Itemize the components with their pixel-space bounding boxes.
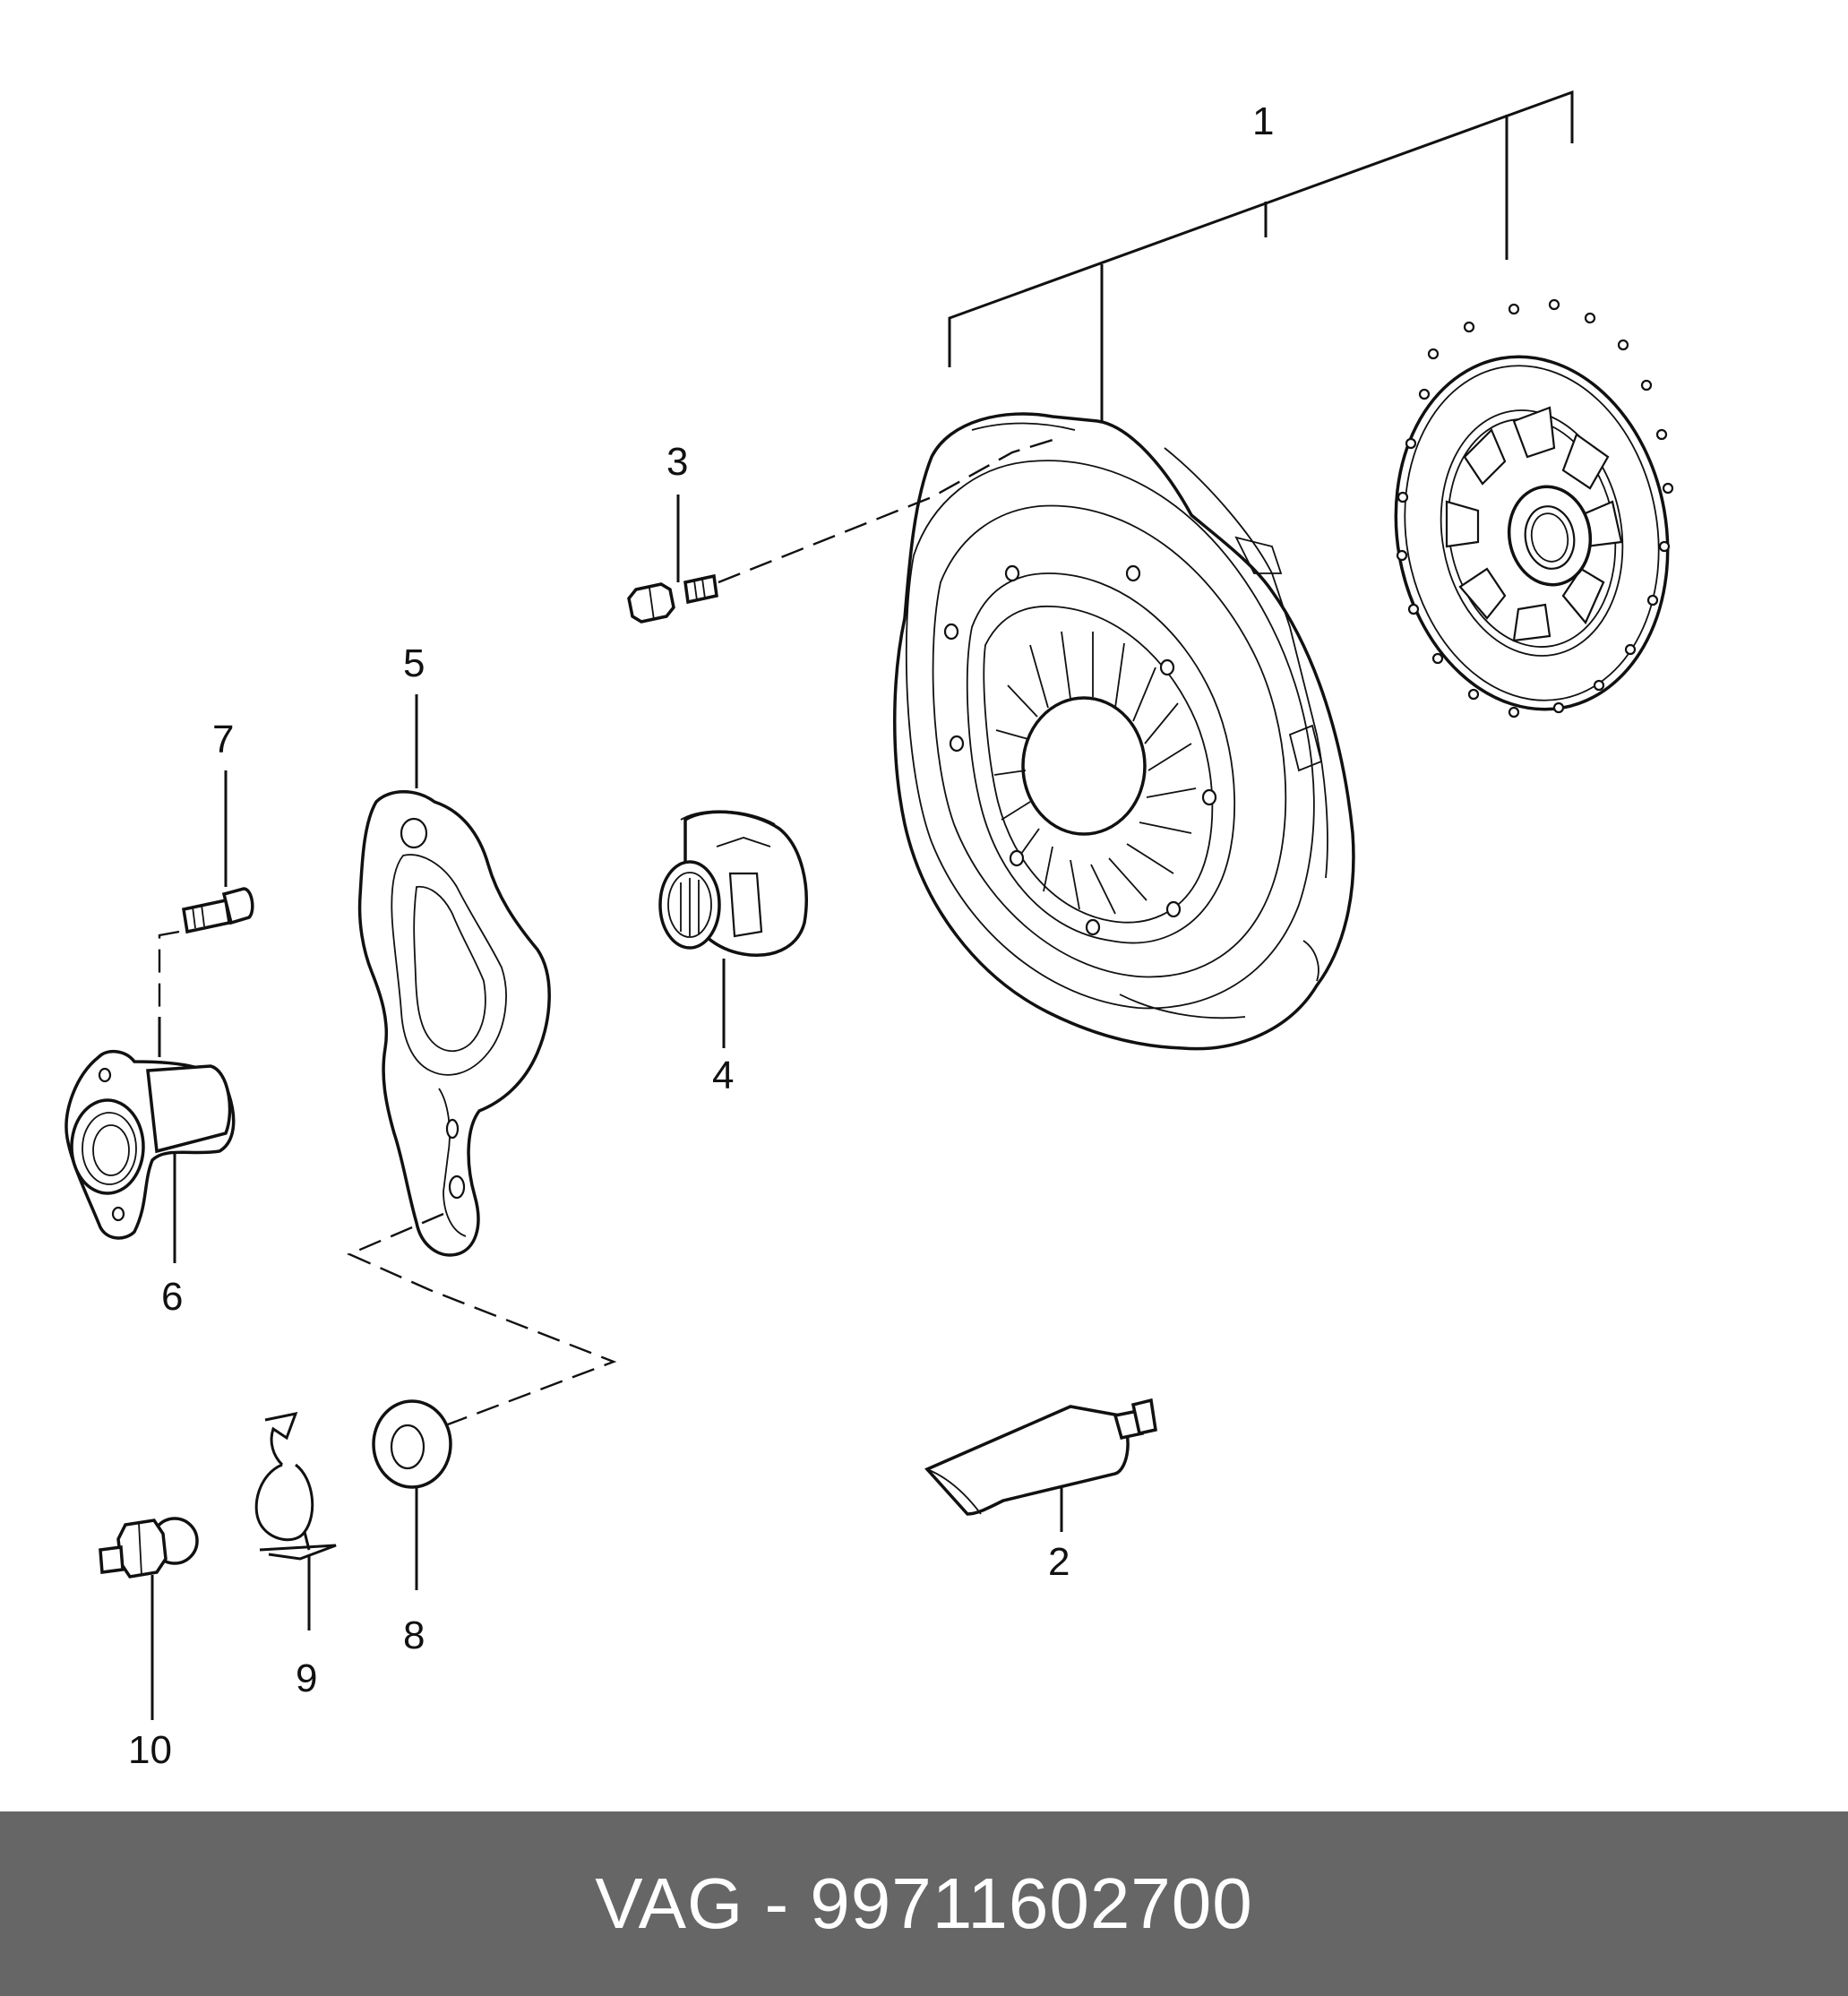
footer-banner: VAG - 99711602700 bbox=[0, 1811, 1848, 1996]
bolt bbox=[627, 573, 718, 624]
callout-3-label: 3 bbox=[666, 440, 688, 484]
callout-9-label: 9 bbox=[296, 1656, 317, 1700]
callout-1-label: 1 bbox=[1252, 99, 1274, 143]
guide-tube bbox=[64, 1050, 236, 1240]
release-bearing bbox=[658, 810, 808, 957]
release-lever bbox=[357, 790, 551, 1257]
callout-2-label: 2 bbox=[1048, 1540, 1070, 1584]
part-number-title: VAG - 99711602700 bbox=[595, 1863, 1253, 1943]
lever-dashed-connector bbox=[347, 1212, 617, 1426]
callout-7-label: 7 bbox=[212, 718, 234, 761]
bolt-dashed-connector bbox=[718, 435, 1062, 584]
washer bbox=[372, 1399, 452, 1489]
callout-4-label: 4 bbox=[712, 1054, 734, 1097]
pressure-plate bbox=[893, 412, 1355, 1051]
callout-8-label: 8 bbox=[403, 1613, 425, 1657]
ball-stud bbox=[99, 1517, 199, 1579]
callout-6-label: 6 bbox=[161, 1275, 183, 1319]
grease-tube bbox=[924, 1398, 1157, 1516]
callout-5-label: 5 bbox=[403, 641, 425, 685]
clutch-disc bbox=[1394, 298, 1674, 718]
small-bolt-dashed-connector bbox=[158, 930, 180, 1017]
callout-1-bracket bbox=[948, 90, 1574, 421]
small-bolt bbox=[182, 887, 254, 934]
callout-10-label: 10 bbox=[128, 1728, 172, 1772]
spring-clip bbox=[254, 1411, 337, 1561]
exploded-parts-diagram: 1 bbox=[64, 90, 1674, 1772]
